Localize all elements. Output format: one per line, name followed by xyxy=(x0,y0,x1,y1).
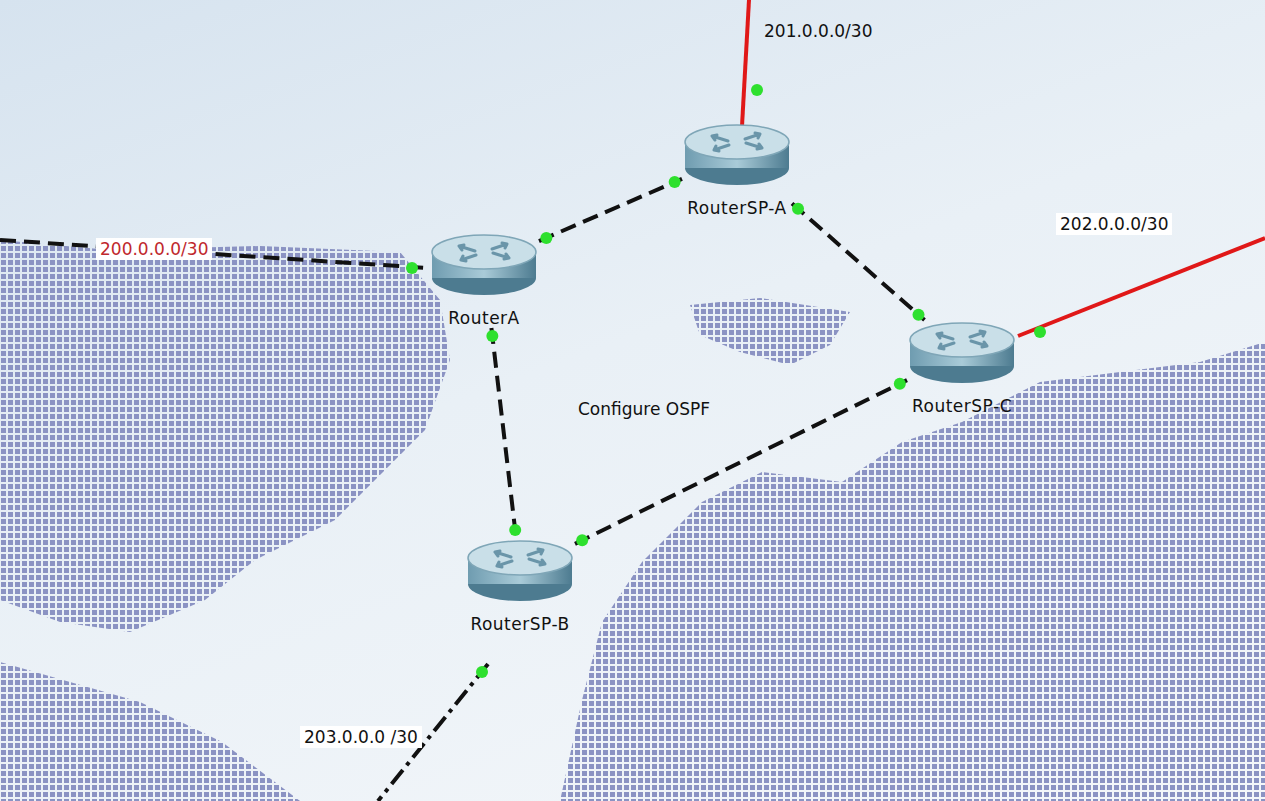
wan-link xyxy=(1018,238,1265,336)
link-line xyxy=(491,328,516,538)
port-dot xyxy=(486,330,498,342)
landmass xyxy=(0,662,300,801)
port-dot xyxy=(751,84,763,96)
router-node: RouterSP-A xyxy=(682,122,792,218)
port-dot xyxy=(792,203,804,215)
router-name: RouterSP-C xyxy=(912,396,1012,416)
link-line xyxy=(575,380,907,544)
port-dot xyxy=(1034,326,1046,338)
router-node: RouterA xyxy=(429,232,539,328)
port-dot xyxy=(912,309,924,321)
port-dot xyxy=(576,534,588,546)
router-icon xyxy=(907,320,1017,386)
router-name: RouterSP-B xyxy=(470,614,569,634)
subnet-label: 202.0.0.0/30 xyxy=(1056,213,1172,235)
router-name: RouterSP-A xyxy=(687,198,786,218)
note-text: Configure OSPF xyxy=(574,398,714,420)
wan-link xyxy=(742,0,749,126)
ospf-link xyxy=(539,176,682,244)
router-icon xyxy=(429,232,539,298)
port-dot xyxy=(406,262,418,274)
subnet-label: 201.0.0.0/30 xyxy=(760,20,876,42)
port-dot xyxy=(509,524,521,536)
link-line xyxy=(792,203,925,320)
router-node: RouterSP-B xyxy=(465,538,575,634)
router-name: RouterA xyxy=(448,308,519,328)
ospf-link xyxy=(486,328,521,538)
landmass xyxy=(0,240,450,632)
subnet-label: 203.0.0.0 /30 xyxy=(300,726,422,748)
port-dot xyxy=(540,232,552,244)
link-line xyxy=(539,179,682,241)
port-dot xyxy=(476,666,488,678)
wan-link xyxy=(0,240,428,268)
router-icon xyxy=(465,538,575,604)
port-dot xyxy=(669,176,681,188)
ospf-link xyxy=(575,378,907,547)
subnet-label: 200.0.0.0/30 xyxy=(96,238,212,260)
ospf-link xyxy=(792,203,925,321)
landmass xyxy=(560,342,1265,801)
port-dot xyxy=(894,378,906,390)
router-node: RouterSP-C xyxy=(907,320,1017,416)
landmass xyxy=(690,298,850,365)
router-icon xyxy=(682,122,792,188)
